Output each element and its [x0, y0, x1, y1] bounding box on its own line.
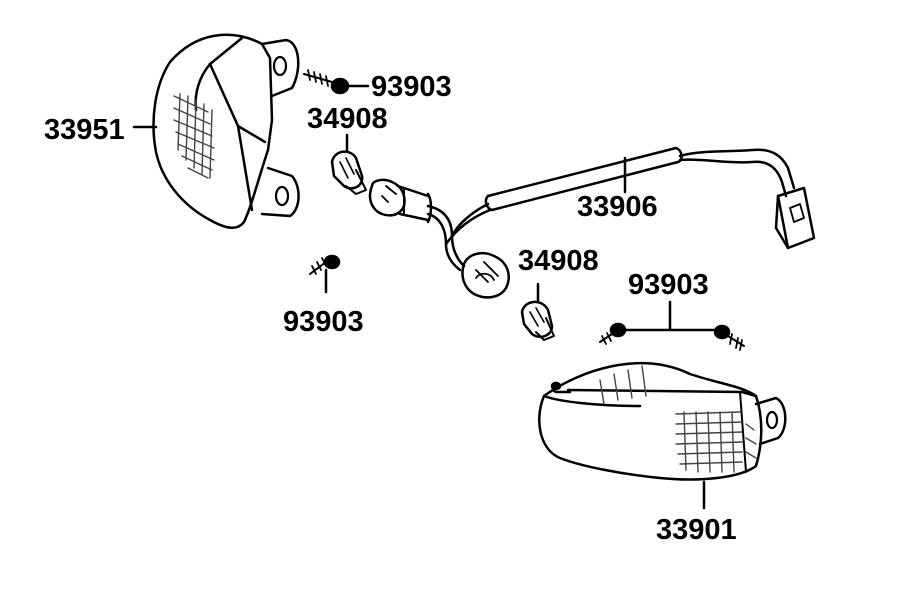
label-screw-bottom-left: 93903 — [283, 306, 364, 338]
bulb-right-icon — [520, 300, 555, 341]
left-lens-33951 — [152, 33, 300, 229]
screw-bottom-left-icon — [309, 254, 341, 275]
screws-right-icon — [599, 322, 745, 351]
label-screw-top-left: 93903 — [371, 71, 452, 103]
leader-screws-right — [622, 300, 718, 332]
label-screws-right: 93903 — [628, 269, 709, 301]
label-lens-right: 33901 — [656, 514, 737, 546]
label-lens-left: 33951 — [44, 114, 125, 146]
label-bulb-right: 34908 — [518, 245, 599, 277]
screw-top-left-icon — [303, 69, 350, 95]
socket-harness-33906 — [368, 146, 816, 299]
bulb-left-icon — [330, 150, 367, 195]
label-harness: 33906 — [577, 191, 658, 223]
right-lens-33901 — [538, 361, 787, 481]
label-bulb-left: 34908 — [307, 103, 388, 135]
